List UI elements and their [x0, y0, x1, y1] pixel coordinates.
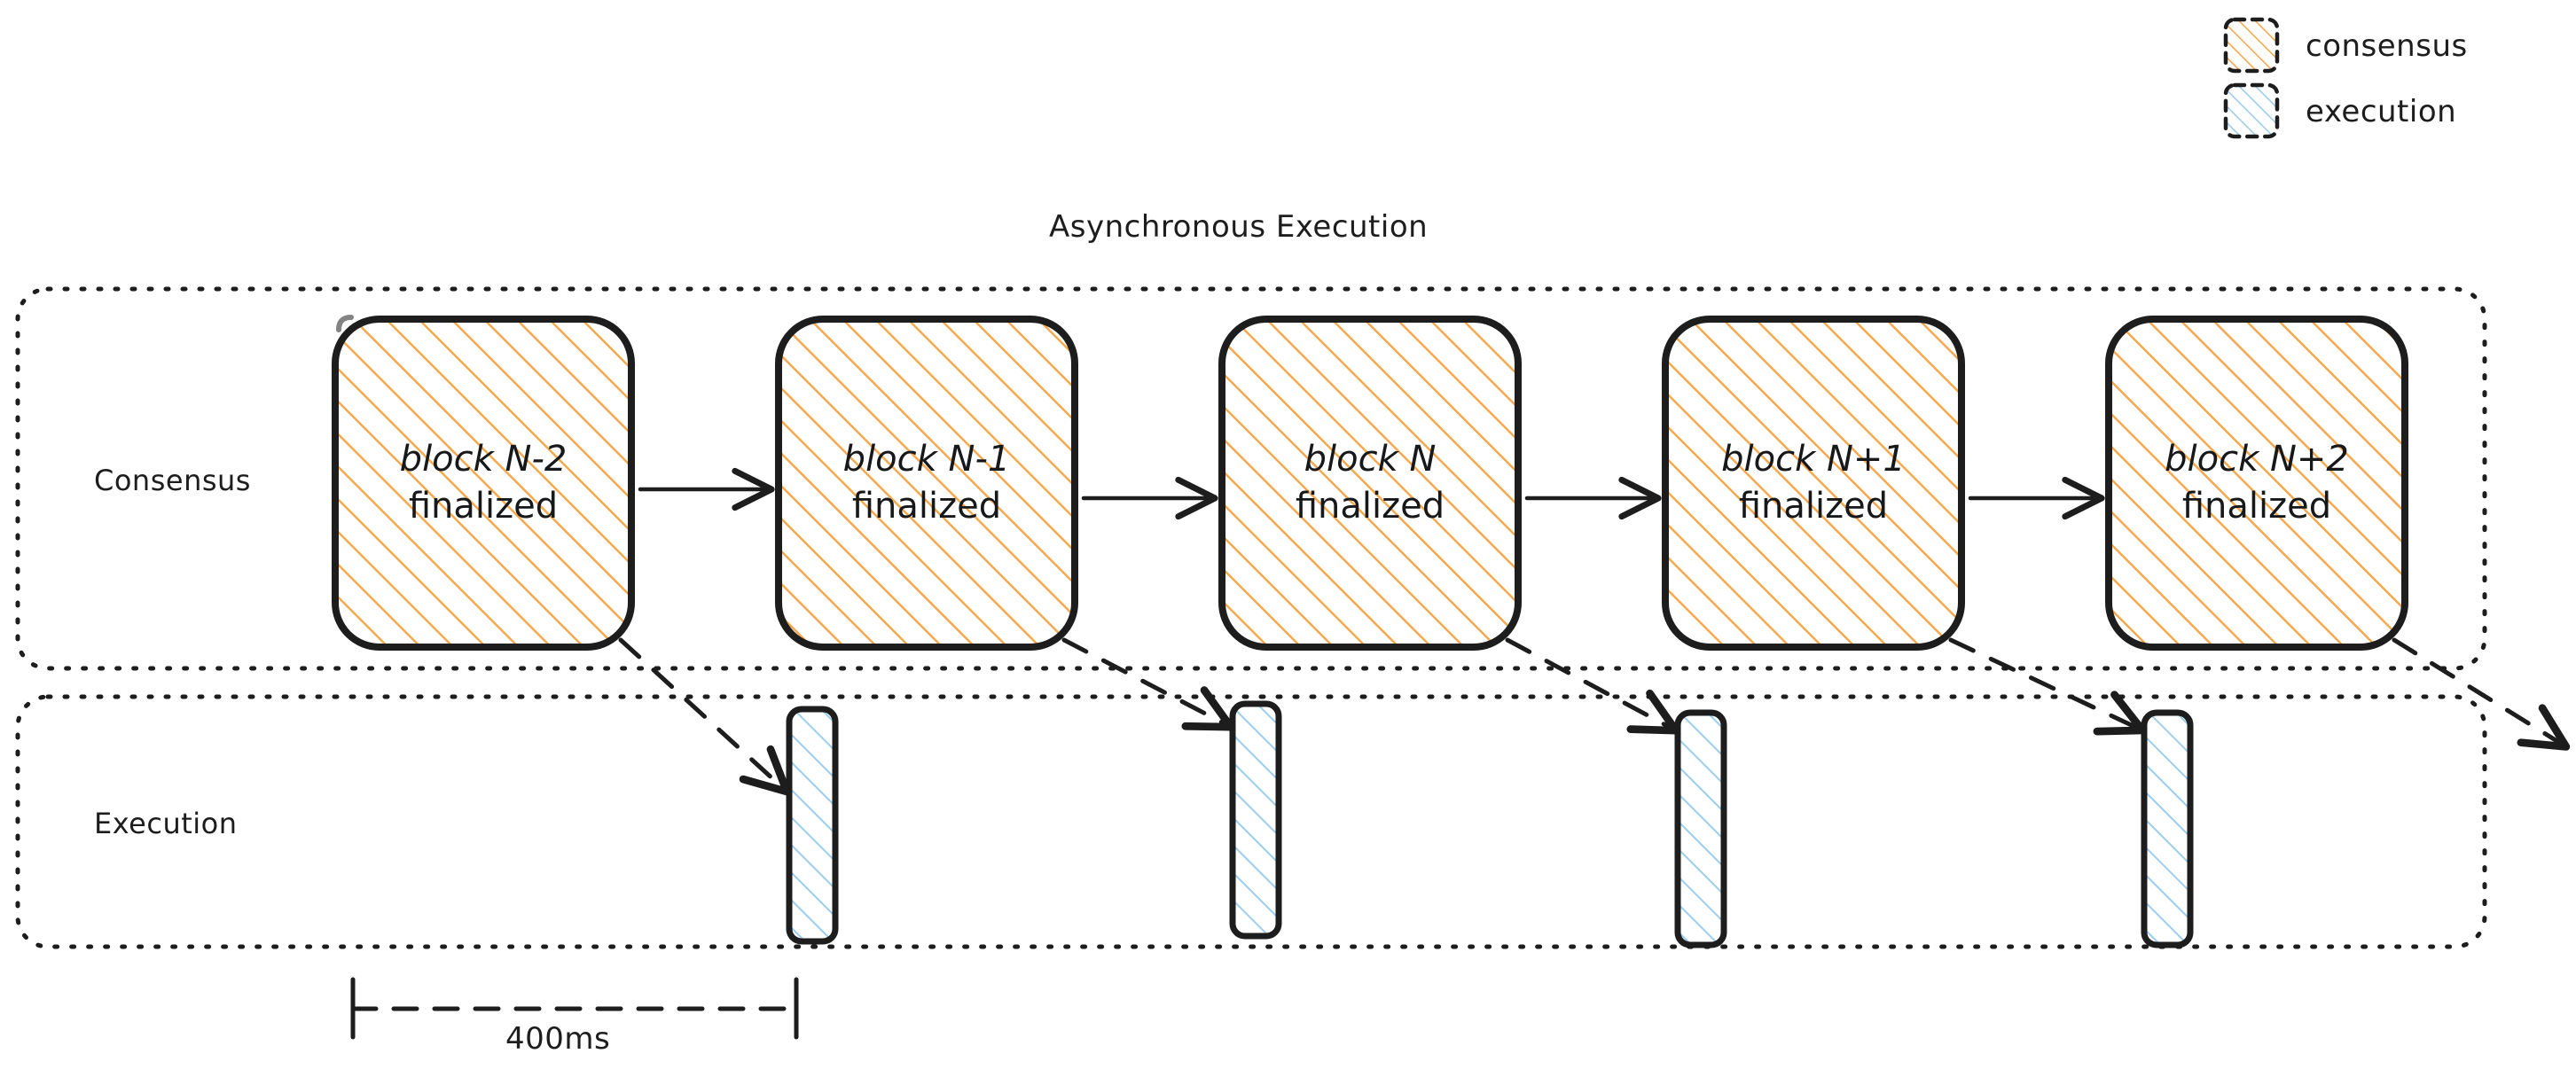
legend-swatch-consensus	[2223, 17, 2280, 74]
execution-lane-container	[15, 694, 2487, 949]
execution-link-arrow-2	[1061, 637, 1235, 731]
page-title: Asynchronous Execution	[1049, 209, 1429, 245]
duration-measure-bracket	[350, 977, 799, 1040]
execution-bar-shape-4	[2141, 709, 2194, 948]
duration-measure-label: 400ms	[505, 1021, 611, 1057]
execution-bar-shape-2	[1229, 700, 1282, 940]
consensus-block-shape-1	[332, 315, 635, 651]
execution-bar-shape-3	[1674, 709, 1727, 948]
execution-link-arrow-3	[1505, 637, 1680, 735]
legend-swatch-execution	[2223, 82, 2280, 139]
legend-label-execution: execution	[2306, 94, 2457, 129]
lane-label-execution: Execution	[94, 807, 238, 840]
execution-link-arrow-1	[618, 637, 791, 796]
legend-label-consensus: consensus	[2306, 28, 2468, 64]
execution-link-arrow-4	[1948, 637, 2147, 736]
consensus-block-shape-5	[2105, 316, 2408, 651]
consensus-block-shape-4	[1662, 316, 1965, 651]
consensus-lane-container	[15, 286, 2487, 671]
execution-bar-shape-1	[786, 706, 839, 945]
consensus-block-shape-2	[775, 316, 1078, 651]
consensus-block-shape-3	[1218, 316, 1522, 651]
execution-link-arrow-5	[2392, 637, 2571, 751]
lane-label-consensus: Consensus	[94, 464, 251, 497]
